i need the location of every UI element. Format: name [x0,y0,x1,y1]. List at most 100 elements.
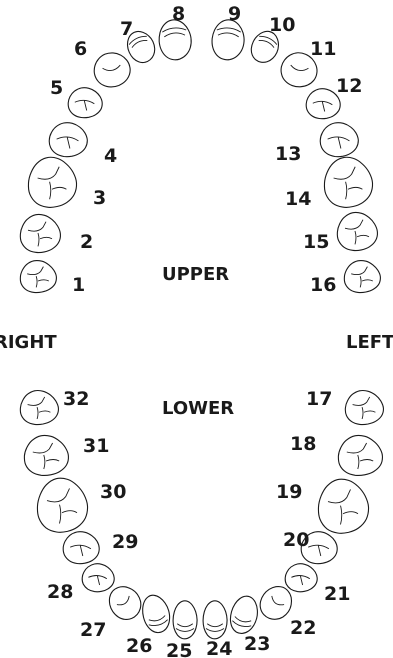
tooth-2 [19,213,61,254]
tooth-number-25: 25 [166,640,192,658]
tooth-number-32: 32 [63,388,89,410]
tooth-6 [93,52,131,88]
tooth-groove [88,575,108,586]
tooth-31 [23,434,69,477]
tooth-groove [271,595,285,606]
tooth-number-7: 7 [120,18,133,40]
tooth-30 [36,477,89,533]
tooth-groove [308,544,330,557]
tooth-groove [333,166,363,200]
tooth-groove [205,623,225,632]
tooth-number-18: 18 [290,433,316,455]
upper-jaw-label: UPPER [162,264,229,285]
tooth-outline [202,600,228,640]
tooth-groove [46,488,78,524]
tooth-number-28: 28 [47,581,73,603]
tooth-15 [336,211,378,252]
tooth-number-15: 15 [303,231,329,253]
tooth-outline [280,52,318,88]
tooth-groove [351,266,374,288]
tooth-outline [323,156,374,208]
tooth-outline [229,595,258,634]
tooth-number-19: 19 [276,481,302,503]
tooth-groove [290,64,309,72]
tooth-groove [74,99,95,111]
tooth-outline [19,259,57,294]
tooth-outline [317,478,370,534]
tooth-number-24: 24 [206,638,232,658]
tooth-28 [81,563,115,593]
tooth-groove [27,221,53,247]
tooth-24 [202,600,228,640]
tooth-outline [336,211,378,252]
tooth-groove [352,396,376,420]
tooth-number-5: 5 [50,77,63,99]
tooth-number-29: 29 [112,531,138,553]
tooth-groove [312,100,333,112]
tooth-18 [337,434,383,477]
tooth-groove [102,64,121,72]
tooth-21 [284,563,318,593]
tooth-number-4: 4 [104,145,117,167]
teeth-layer [19,19,384,640]
right-side-label: RIGHT [0,332,57,353]
tooth-groove [128,35,148,48]
tooth-8 [158,19,192,61]
tooth-groove [346,442,374,470]
tooth-groove [291,575,311,586]
tooth-groove [344,219,370,245]
tooth-outline [337,434,383,477]
tooth-number-6: 6 [74,38,87,60]
tooth-number-2: 2 [80,231,93,253]
tooth-groove [27,266,50,288]
tooth-number-12: 12 [336,75,362,97]
tooth-11 [280,52,318,88]
tooth-32 [19,389,59,426]
tooth-outline [343,259,381,294]
tooth-number-8: 8 [172,3,185,25]
tooth-groove [258,35,278,48]
tooth-number-11: 11 [310,38,336,60]
tooth-groove [327,136,350,149]
tooth-outline [142,594,171,634]
tooth-number-10: 10 [269,14,295,36]
lower-jaw-label: LOWER [162,398,234,419]
tooth-25 [172,600,198,640]
tooth-16 [343,259,381,294]
tooth-7 [126,30,156,64]
tooth-number-3: 3 [93,187,106,209]
tooth-19 [317,478,370,534]
tooth-number-22: 22 [290,617,316,639]
tooth-number-30: 30 [100,481,126,503]
tooth-groove [27,396,51,420]
tooth-9 [211,19,245,61]
tooth-number-1: 1 [72,274,85,296]
tooth-number-23: 23 [244,633,270,655]
tooth-outline [27,156,78,208]
tooth-26 [142,594,171,634]
tooth-groove [37,166,67,200]
tooth-outline [19,389,59,426]
tooth-number-31: 31 [83,435,109,457]
tooth-29 [62,531,100,565]
tooth-22 [259,586,293,620]
tooth-1 [19,259,57,294]
tooth-outline [344,389,384,426]
tooth-number-27: 27 [80,619,106,641]
tooth-3 [27,156,78,208]
tooth-outline [172,600,198,640]
tooth-number-13: 13 [275,143,301,165]
tooth-number-26: 26 [126,635,152,657]
tooth-groove [56,136,79,149]
tooth-groove [148,615,168,627]
tooth-groove [70,544,92,557]
left-side-label: LEFT [346,332,393,353]
tooth-outline [93,52,131,88]
tooth-20 [300,531,338,565]
tooth-number-17: 17 [306,388,332,410]
tooth-number-21: 21 [324,583,350,605]
tooth-outline [319,122,359,158]
tooth-groove [162,27,187,38]
